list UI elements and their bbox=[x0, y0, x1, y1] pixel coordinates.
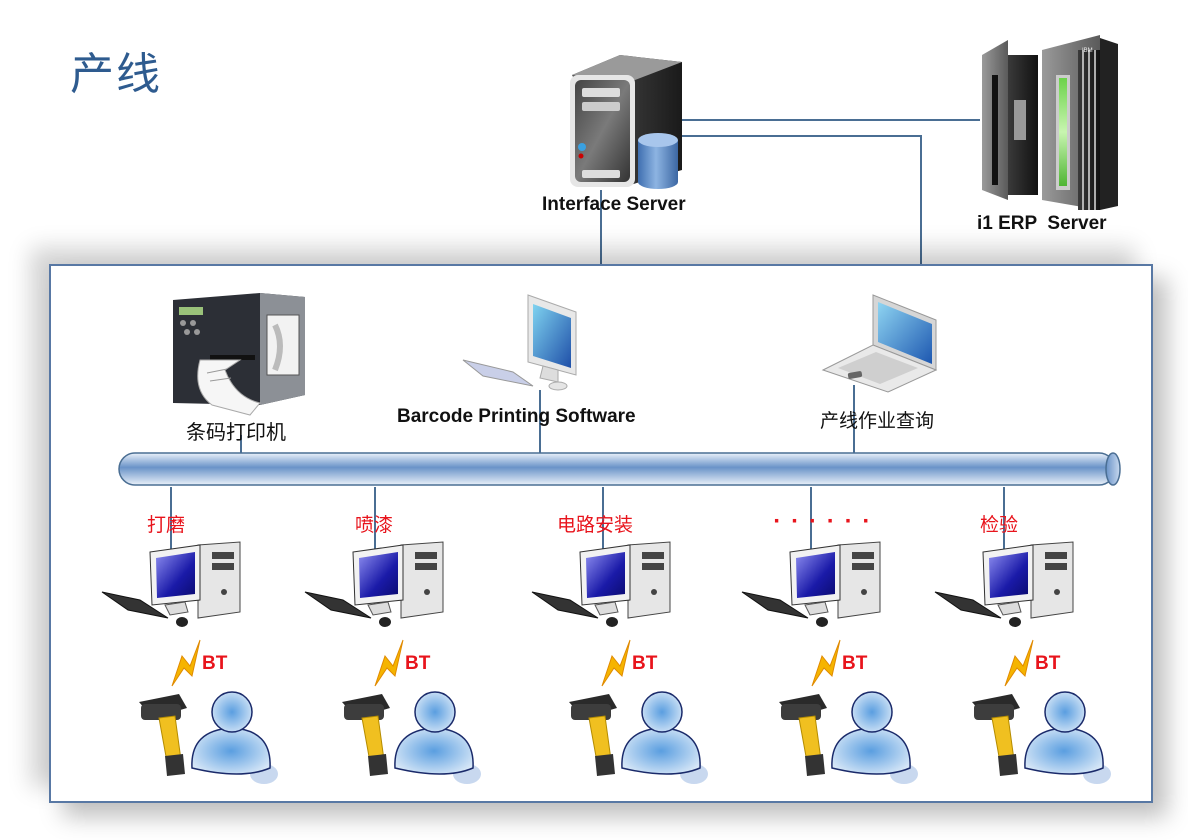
bluetooth-link-label: BT bbox=[1035, 653, 1061, 674]
barcode-printer-icon bbox=[173, 293, 305, 416]
erp-brand-text: IBM bbox=[1082, 48, 1093, 54]
diagram-title: 产线 bbox=[70, 49, 162, 100]
laptop-label: 产线作业查询 bbox=[820, 410, 935, 432]
connector-printer-to-bus bbox=[240, 435, 242, 455]
barcode-printer-label: 条码打印机 bbox=[186, 420, 286, 444]
interface-server-label: Interface Server bbox=[542, 194, 686, 215]
operator-user-icon bbox=[621, 691, 708, 784]
connector-interface-to-frame-right-h bbox=[680, 135, 921, 137]
bluetooth-link-label: BT bbox=[632, 653, 658, 674]
workstation-pc-icon bbox=[304, 541, 444, 627]
connector-bus-to-station-3 bbox=[602, 487, 604, 552]
connector-bus-to-station-2 bbox=[374, 487, 376, 552]
laptop-icon bbox=[821, 294, 938, 393]
connector-bus-to-station-4 bbox=[810, 487, 812, 552]
connector-interface-to-frame bbox=[600, 190, 602, 265]
connector-desktop-to-bus bbox=[539, 390, 541, 455]
laptop-node bbox=[818, 290, 943, 395]
operator-user-icon bbox=[831, 691, 918, 784]
erp-server-label: i1 ERP Server bbox=[977, 213, 1107, 234]
operator-user-icon bbox=[191, 691, 278, 784]
barcode-scanner-icon bbox=[972, 694, 1020, 776]
interface-server-node bbox=[560, 50, 690, 195]
barcode-printer-node bbox=[165, 285, 315, 420]
station-label: 喷漆 bbox=[355, 514, 394, 536]
bluetooth-link-label: BT bbox=[842, 653, 868, 674]
barcode-scanner-icon bbox=[569, 694, 617, 776]
workstation-1: 打磨 BT bbox=[100, 510, 300, 800]
workstation-pc-icon bbox=[101, 541, 241, 627]
operator-user-icon bbox=[394, 691, 481, 784]
bluetooth-lightning-icon bbox=[811, 639, 841, 687]
workstation-5: 检验 BT bbox=[933, 510, 1133, 800]
network-bus-pipe bbox=[116, 450, 1128, 490]
barcode-scanner-icon bbox=[342, 694, 390, 776]
connector-bus-to-station-1 bbox=[170, 487, 172, 552]
operator-user-icon bbox=[1024, 691, 1111, 784]
connector-bus-to-station-5 bbox=[1003, 487, 1005, 552]
desktop-computer-icon bbox=[462, 294, 577, 391]
bluetooth-link-label: BT bbox=[202, 653, 228, 674]
station-label: 打磨 bbox=[147, 514, 186, 536]
workstation-pc-icon bbox=[741, 541, 881, 627]
connector-laptop-to-bus bbox=[853, 385, 855, 455]
connector-interface-to-frame-right-v bbox=[920, 135, 922, 265]
workstation-pc-icon bbox=[934, 541, 1074, 627]
erp-server-node: IBM bbox=[978, 30, 1123, 210]
desktop-node bbox=[458, 290, 588, 395]
workstation-pc-icon bbox=[531, 541, 671, 627]
workstation-3: 电路安装 BT bbox=[530, 510, 730, 800]
station-label: 检验 bbox=[980, 514, 1019, 536]
bluetooth-lightning-icon bbox=[601, 639, 631, 687]
bluetooth-link-label: BT bbox=[405, 653, 431, 674]
workstation-4: · · · · · · BT bbox=[740, 510, 940, 800]
mainframe-icon: IBM bbox=[982, 35, 1118, 210]
desktop-label: Barcode Printing Software bbox=[397, 406, 636, 427]
bluetooth-lightning-icon bbox=[1004, 639, 1034, 687]
workstation-2: 喷漆 BT bbox=[303, 510, 503, 800]
bluetooth-lightning-icon bbox=[374, 639, 404, 687]
bluetooth-lightning-icon bbox=[171, 639, 201, 687]
barcode-scanner-icon bbox=[139, 694, 187, 776]
server-tower-icon bbox=[570, 55, 682, 189]
station-label: 电路安装 bbox=[557, 514, 634, 536]
connector-interface-to-erp bbox=[680, 119, 980, 121]
station-label: · · · · · · bbox=[773, 510, 872, 532]
barcode-scanner-icon bbox=[779, 694, 827, 776]
